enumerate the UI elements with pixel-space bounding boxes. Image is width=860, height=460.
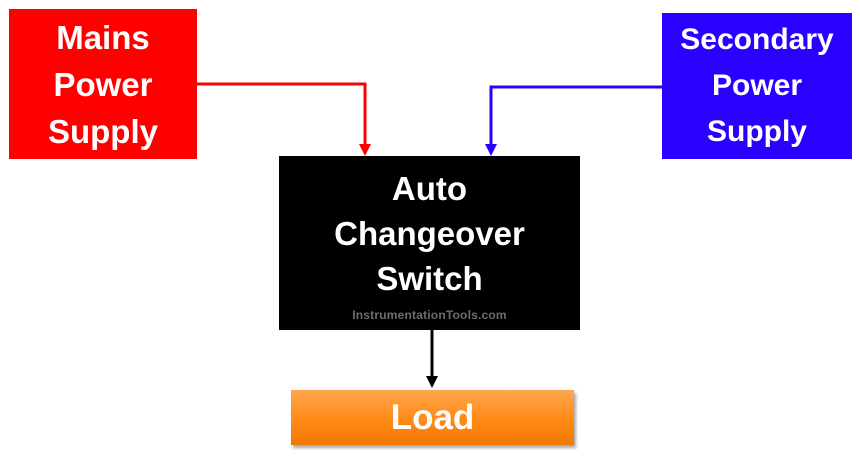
mains-label-line-2: Power [53, 65, 153, 103]
secondary-power-supply-box: Secondary Power Supply [662, 13, 852, 159]
auto-changeover-switch-box: Auto Changeover Switch InstrumentationTo… [279, 156, 580, 330]
mains-label-line-1: Mains [56, 18, 150, 56]
watermark-text: InstrumentationTools.com [352, 308, 507, 322]
load-label: Load [390, 397, 475, 437]
mains-label-line-3: Supply [47, 112, 158, 150]
secondary-label-line-2: Power [711, 69, 803, 102]
mains-power-supply-box: Mains Power Supply [9, 9, 197, 159]
secondary-arrowhead-icon [485, 144, 497, 156]
mains-arrowhead-icon [359, 144, 371, 156]
secondary-label-line-1: Secondary [680, 23, 834, 56]
switch-label-line-3: Switch [376, 259, 483, 297]
secondary-to-switch-arrow [489, 85, 662, 146]
load-arrowhead-icon [426, 376, 438, 388]
secondary-label-line-3: Supply [706, 115, 807, 148]
load-box: Load [291, 390, 574, 445]
switch-label-line-1: Auto [391, 169, 468, 207]
mains-to-switch-arrow [197, 82, 367, 146]
switch-label-line-2: Changeover [334, 214, 525, 252]
